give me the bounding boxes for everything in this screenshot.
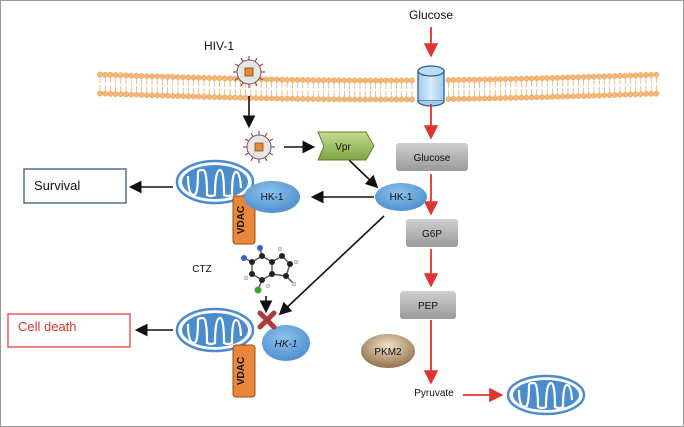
hk1-mid-node: HK-1 [375, 183, 427, 211]
vdac-lower-label: VDAC [236, 357, 247, 385]
hk1-lower-node: HK-1 [262, 325, 310, 361]
cell-membrane [97, 71, 660, 103]
vpr-label: Vpr [335, 142, 351, 153]
survival-box: Survival [23, 168, 127, 204]
mitochondrion-right [506, 374, 586, 416]
mitochondrion-lower [175, 307, 255, 353]
pep-label: PEP [418, 301, 438, 312]
vdac-upper-label: VDAC [236, 206, 247, 234]
glucose-transporter [417, 65, 445, 107]
glucose-box-label: Glucose [414, 153, 451, 164]
vdac-lower: VDAC [232, 344, 256, 398]
inhibition-cross-icon [257, 310, 277, 330]
vdac-upper: VDAC [232, 195, 256, 245]
hiv1-virion-outside [233, 56, 265, 88]
ctz-label: CTZ [192, 264, 211, 275]
hk1-upper-node: HK-1 [244, 181, 300, 213]
cell-death-label: Cell death [18, 319, 77, 334]
pkm2-node: PKM2 [361, 334, 415, 368]
hk1-lower-label: HK-1 [275, 339, 298, 350]
glucose-top-label: Glucose [409, 8, 453, 22]
glucose-box: Glucose [396, 143, 468, 171]
g6p-label: G6P [422, 229, 442, 240]
g6p-box: G6P [406, 219, 458, 247]
hiv1-virion-inside [243, 131, 275, 163]
ctz-molecule-icon [241, 245, 299, 294]
hiv1-label: HIV-1 [204, 39, 234, 53]
hk1-upper-label: HK-1 [261, 192, 284, 203]
pyruvate-label: Pyruvate [414, 388, 454, 399]
hk1-mid-label: HK-1 [390, 192, 413, 203]
vpr-node: Vpr [317, 131, 375, 161]
pep-box: PEP [400, 291, 456, 319]
arrow-hk1-to-inhibition [278, 215, 385, 316]
survival-label: Survival [34, 178, 80, 193]
pkm2-label: PKM2 [374, 347, 402, 358]
arrow-vpr-to-hk1 [348, 159, 379, 189]
mitochondrion-upper [175, 159, 255, 205]
cell-death-box: Cell death [7, 313, 131, 348]
